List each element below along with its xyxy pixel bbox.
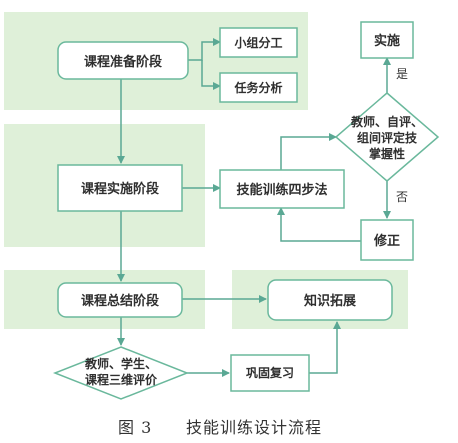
node-label: 课程总结阶段 xyxy=(81,293,159,309)
node-group-division: 小组分工 xyxy=(219,27,298,58)
node-skill-training-four-steps: 技能训练四步法 xyxy=(219,169,345,209)
arrow-fourstep-to-eval xyxy=(280,133,337,170)
arrow-prep-to-task xyxy=(201,60,221,90)
yes-label: 是 xyxy=(396,67,408,81)
arrow-prep-to-group xyxy=(188,38,221,61)
decision-line-2: 课程三维评价 xyxy=(85,372,158,387)
decision-line-3: 掌握性 xyxy=(369,146,405,161)
arrow-consolidate-to-knowledge xyxy=(309,321,341,374)
node-three-dimensional-evaluation: 教师、学生、 课程三维评价 xyxy=(52,346,190,400)
node-knowledge-extension: 知识拓展 xyxy=(267,279,393,321)
node-course-preparation: 课程准备阶段 xyxy=(57,41,189,80)
node-label: 巩固复习 xyxy=(246,365,294,380)
node-label: 课程实施阶段 xyxy=(81,181,159,197)
arrow-revise-to-fourstep xyxy=(277,207,361,242)
decision-line-1: 教师、自评、 xyxy=(350,114,423,129)
node-label: 修正 xyxy=(373,233,400,249)
node-course-summary: 课程总结阶段 xyxy=(57,282,183,318)
node-label: 小组分工 xyxy=(234,35,282,50)
node-label: 技能训练四步法 xyxy=(236,182,327,198)
node-label: 任务分析 xyxy=(233,80,282,95)
figure-title: 技能训练设计流程 xyxy=(186,418,322,437)
decision-line-1: 教师、学生、 xyxy=(84,356,157,371)
decision-line-2: 组间评定技 xyxy=(357,130,418,145)
node-evaluation-decision: 教师、自评、 组间评定技 掌握性 xyxy=(334,92,440,182)
connectors xyxy=(117,38,391,377)
node-label: 实施 xyxy=(374,33,400,49)
node-implement: 实施 xyxy=(360,21,414,59)
node-label: 课程准备阶段 xyxy=(84,54,162,70)
node-revise: 修正 xyxy=(360,219,414,261)
no-label: 否 xyxy=(396,190,408,204)
figure-number: 图 3 xyxy=(118,418,152,437)
node-consolidate-review: 巩固复习 xyxy=(230,354,310,392)
node-course-implementation: 课程实施阶段 xyxy=(57,164,183,212)
node-task-analysis: 任务分析 xyxy=(219,72,298,103)
node-label: 知识拓展 xyxy=(304,293,357,309)
